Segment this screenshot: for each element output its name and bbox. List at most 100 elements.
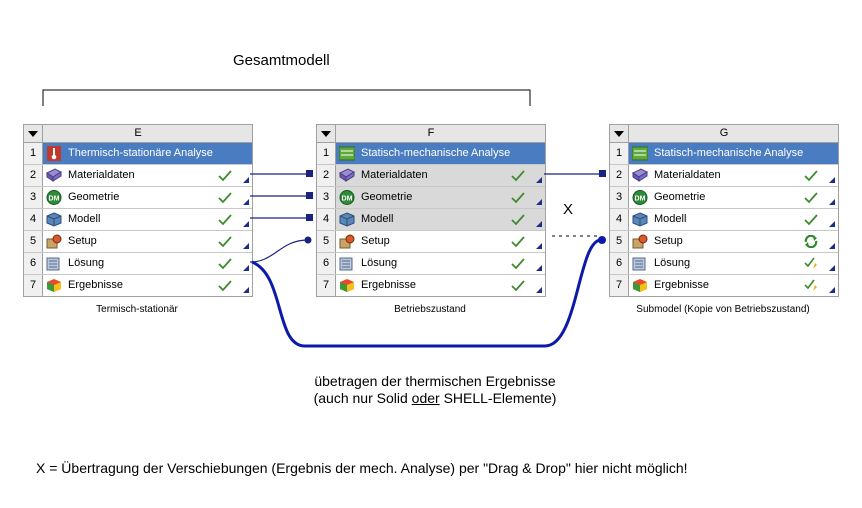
- static-structural-icon: [338, 146, 356, 161]
- setup-icon: [46, 234, 62, 249]
- cell-corner-icon: [829, 199, 835, 205]
- cell-label: Statisch-mechanische Analyse: [654, 147, 804, 159]
- transfer-note-line2: (auch nur Solid oder SHELL-Elemente): [270, 390, 600, 407]
- cell-corner-icon: [829, 243, 835, 249]
- geometry-dm-icon: DM: [339, 190, 355, 205]
- cell-label: Geometrie: [361, 191, 413, 203]
- geometry-dm-icon: DM: [46, 190, 62, 205]
- system-menu-icon[interactable]: [610, 125, 629, 142]
- engineering-data-icon: [46, 168, 63, 183]
- checkmark-icon: [511, 277, 525, 298]
- row-number: 1: [317, 143, 336, 164]
- checkmark-icon: [511, 167, 525, 188]
- system-menu-icon[interactable]: [317, 125, 336, 142]
- system-caption[interactable]: Betriebszustand: [394, 304, 466, 315]
- row-number: 1: [24, 143, 43, 164]
- system-letter: E: [134, 127, 142, 139]
- cell-g1[interactable]: 1 Statisch-mechanische Analyse: [610, 143, 838, 165]
- row-number: 5: [610, 231, 629, 252]
- row-number: 3: [610, 187, 629, 208]
- cell-corner-icon: [243, 265, 249, 271]
- checkmark-icon: [804, 211, 818, 232]
- cell-f3[interactable]: 3 DM Geometrie: [317, 187, 545, 209]
- cell-label: Ergebnisse: [361, 279, 417, 291]
- system-caption[interactable]: Submodel (Kopie von Betriebszustand): [636, 304, 810, 315]
- checkmark-icon: [218, 277, 232, 298]
- geometry-dm-icon: DM: [632, 190, 648, 205]
- cell-label: Modell: [68, 213, 101, 225]
- footnote: X = Übertragung der Verschiebungen (Erge…: [36, 460, 688, 476]
- refresh-icon: [632, 234, 648, 249]
- cell-corner-icon: [829, 177, 835, 183]
- system-letter: G: [719, 127, 729, 139]
- row-number: 2: [24, 165, 43, 186]
- model-icon: [632, 212, 648, 227]
- cell-label: Setup: [68, 235, 97, 247]
- system-caption[interactable]: Termisch-stationär: [96, 304, 178, 315]
- link-e6-f5-end: [304, 236, 312, 244]
- cell-label: Lösung: [654, 257, 691, 269]
- row-number: 2: [317, 165, 336, 186]
- diagram-title: Gesamtmodell: [233, 52, 330, 69]
- cell-label: Modell: [654, 213, 687, 225]
- system-letter: F: [427, 127, 435, 139]
- update-required-icon: [804, 277, 818, 298]
- cell-corner-icon: [243, 177, 249, 183]
- cell-corner-icon: [536, 221, 542, 227]
- row-number: 1: [610, 143, 629, 164]
- solution-icon: [46, 256, 62, 271]
- cell-corner-icon: [536, 243, 542, 249]
- system-header[interactable]: F: [317, 125, 545, 143]
- transfer-note-line1: übetragen der thermischen Ergebnisse: [314, 373, 556, 389]
- results-icon: [339, 278, 355, 293]
- results-icon: [46, 278, 62, 293]
- cell-corner-icon: [829, 265, 835, 271]
- cell-f6[interactable]: 6 Lösung: [317, 253, 545, 275]
- cell-g4[interactable]: 4 Modell: [610, 209, 838, 231]
- link-e2-f2-end: [306, 170, 313, 177]
- link-e6-g5-end: [598, 236, 606, 244]
- cell-corner-icon: [536, 177, 542, 183]
- cell-label: Lösung: [361, 257, 398, 269]
- checkmark-icon: [511, 211, 525, 232]
- transfer-note: übetragen der thermischen Ergebnisse (au…: [270, 373, 600, 407]
- model-icon: [339, 212, 355, 227]
- row-number: 3: [317, 187, 336, 208]
- cell-label: Setup: [361, 235, 390, 247]
- results-icon: [632, 278, 648, 293]
- solution-icon: [632, 256, 648, 271]
- svg-text:DM: DM: [342, 196, 353, 203]
- system-header[interactable]: G: [610, 125, 838, 143]
- row-number: 4: [610, 209, 629, 230]
- link-f2-g2-end: [599, 170, 606, 177]
- setup-icon: [339, 234, 355, 249]
- system-menu-icon[interactable]: [24, 125, 43, 142]
- cell-corner-icon: [536, 199, 542, 205]
- row-number: 6: [317, 253, 336, 274]
- cell-corner-icon: [243, 199, 249, 205]
- system-header[interactable]: E: [24, 125, 252, 143]
- checkmark-icon: [218, 233, 232, 254]
- checkmark-icon: [511, 233, 525, 254]
